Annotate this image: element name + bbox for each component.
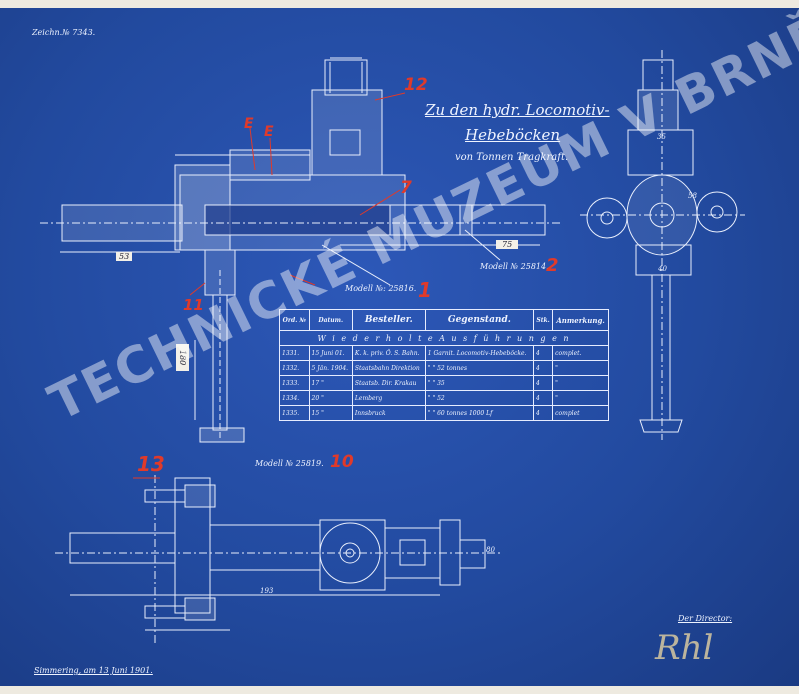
title-line-1: Zu den hydr. Locomotiv-	[425, 101, 610, 119]
table-row: 1335. 15 " Innsbruck " " 60 tonnes 1000 …	[279, 405, 609, 421]
table-cell: complet	[552, 405, 609, 421]
jack-section-view	[40, 57, 560, 443]
dim-193: 193	[260, 587, 274, 595]
table-cell: 1335.	[279, 405, 310, 421]
model-label-2: Modell № 25814.	[480, 262, 549, 271]
table-header-row: Ord. № Datum. Besteller. Gegenstand. Stk…	[279, 309, 609, 331]
dim-53: 53	[116, 252, 133, 261]
table-cell: 20 "	[308, 390, 353, 406]
table-cell: 15 "	[308, 405, 353, 421]
model-label-3: Modell № 25819.	[255, 459, 324, 468]
table-cell: Lemberg	[351, 390, 426, 406]
director-label: Der Director:	[678, 614, 733, 623]
table-cell: " " 52	[424, 390, 535, 406]
table-cell: " " 60 tonnes 1000 Lf	[424, 405, 535, 421]
section-mark-e2: E	[264, 124, 274, 140]
table-row: W i e d e r h o l t e A u s f ü h r u n …	[279, 330, 609, 346]
table-cell: "	[552, 390, 609, 406]
red-leader-lines	[133, 92, 406, 479]
footer-date: Simmering, am 13 Juni 1901.	[34, 666, 153, 675]
table-cell: 1331.	[279, 345, 310, 361]
jack-side-view	[580, 50, 745, 440]
table-cell: " " 35	[424, 375, 535, 391]
table-header: Datum.	[308, 309, 353, 331]
table-cell: 5 Jän. 1904.	[308, 360, 353, 376]
part-mark-7: 7	[400, 178, 412, 198]
part-mark-12: 12	[404, 75, 428, 95]
part-mark-2: 2	[546, 255, 559, 276]
table-row: 1334. 20 " Lemberg " " 52 4 "	[279, 390, 609, 406]
table-cell: 4	[532, 405, 554, 421]
table-header: Gegenstand.	[424, 309, 535, 331]
section-mark-e1: E	[244, 116, 254, 132]
dim-180: 180	[176, 344, 189, 372]
table-cell: 4	[532, 360, 554, 376]
table-cell: Staatsb. Dir. Krakau	[351, 375, 426, 391]
dim-35: 35	[657, 133, 666, 141]
table-cell: 17 "	[308, 375, 353, 391]
table-spanning-row: W i e d e r h o l t e A u s f ü h r u n …	[279, 330, 609, 346]
table-cell: 1 Garnit. Locomotiv-Hebeböcke.	[424, 345, 535, 361]
table-cell: "	[552, 375, 609, 391]
paper-edge-top	[0, 0, 799, 8]
table-cell: "	[552, 360, 609, 376]
table-row: 1332. 5 Jän. 1904. Staatsbahn Direktion …	[279, 360, 609, 376]
table-cell: 1332.	[279, 360, 310, 376]
part-mark-11: 11	[183, 296, 204, 314]
part-mark-1: 1	[418, 278, 432, 302]
table-cell: 1334.	[279, 390, 310, 406]
drawing-number: Zeichn.№ 7343.	[32, 28, 96, 37]
dim-58: 58	[688, 192, 697, 200]
order-table: Ord. № Datum. Besteller. Gegenstand. Stk…	[279, 309, 609, 429]
model-label-1: Modell №: 25816.	[345, 284, 417, 293]
part-mark-10: 10	[330, 452, 354, 472]
dim-40: 40	[658, 265, 667, 273]
table-header: Stk.	[532, 309, 554, 331]
paper-edge-bottom	[0, 686, 799, 694]
table-row: 1333. 17 " Staatsb. Dir. Krakau " " 35 4…	[279, 375, 609, 391]
table-cell: 4	[532, 375, 554, 391]
table-cell: " " 52 tonnes	[424, 360, 535, 376]
table-row: 1331. 15 Juni 01. K. k. priv. Ö. S. Bahn…	[279, 345, 609, 361]
table-header: Anmerkung.	[552, 309, 609, 331]
table-header: Besteller.	[351, 309, 426, 331]
bottom-plan-view	[55, 475, 500, 645]
dim-80: 80	[486, 546, 495, 554]
table-cell: K. k. priv. Ö. S. Bahn.	[351, 345, 426, 361]
table-cell: 15 Juni 01.	[308, 345, 353, 361]
table-cell: 4	[532, 345, 554, 361]
table-cell: 4	[532, 390, 554, 406]
part-mark-13: 13	[137, 452, 165, 476]
table-cell: complet.	[552, 345, 609, 361]
table-cell: Innsbruck	[351, 405, 426, 421]
title-line-2: Hebeböcken	[465, 126, 561, 144]
dim-75: 75	[496, 240, 519, 249]
title-line-3: von Tonnen Tragkraft.	[455, 152, 569, 163]
table-cell: Staatsbahn Direktion	[351, 360, 426, 376]
director-signature: Rhl	[655, 628, 714, 668]
table-cell: 1333.	[279, 375, 310, 391]
